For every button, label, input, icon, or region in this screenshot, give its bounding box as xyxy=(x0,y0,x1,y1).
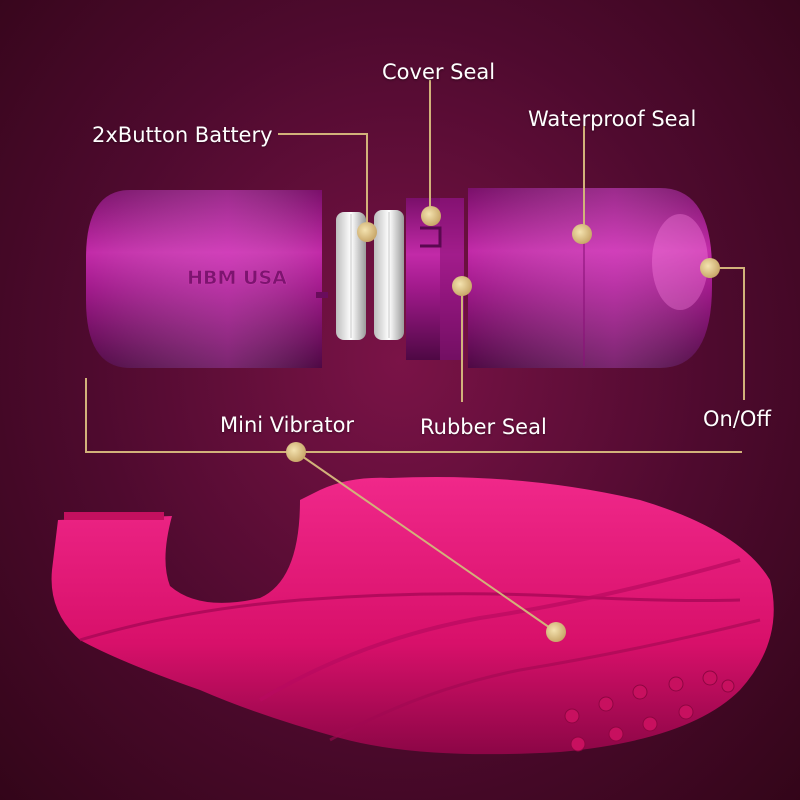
label-cover-seal: Cover Seal xyxy=(382,60,496,84)
label-mini-vibrator: Mini Vibrator xyxy=(220,413,355,437)
cover-seal-callout-dot xyxy=(421,206,441,226)
capsule-left-cap xyxy=(86,190,328,368)
callout-lines xyxy=(85,80,745,633)
brand-mark: HBM USA xyxy=(187,267,287,289)
callout-dots xyxy=(286,206,720,642)
sleeve-callout-dot xyxy=(546,622,566,642)
mini-vibrator-callout-dot xyxy=(286,442,306,462)
finger-sleeve xyxy=(51,476,774,755)
waterproof-seal-callout-dot xyxy=(572,224,592,244)
button-batteries xyxy=(336,210,404,340)
rubber-seal-callout-dot xyxy=(452,276,472,296)
label-on-off: On/Off xyxy=(703,407,771,431)
label-rubber-seal: Rubber Seal xyxy=(420,415,547,439)
on-off-callout-dot xyxy=(700,258,720,278)
label-waterproof-seal: Waterproof Seal xyxy=(528,107,697,131)
label-battery: 2xButton Battery xyxy=(92,123,273,147)
battery-callout-dot xyxy=(357,222,377,242)
capsule-right-body xyxy=(468,188,712,368)
